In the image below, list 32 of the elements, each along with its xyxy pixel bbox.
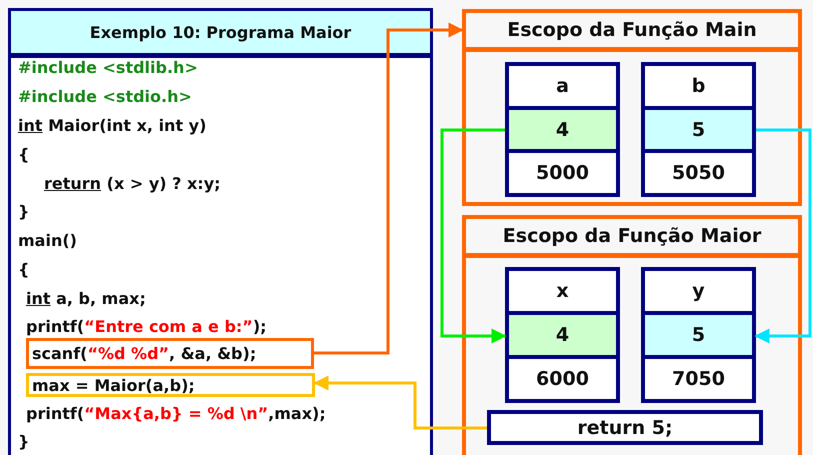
code-line: #include <stdlib.h> [18,58,198,78]
variable-box [641,267,756,403]
code-panel [8,8,433,455]
code-line: #include <stdio.h> [18,87,192,107]
code-line: { [18,260,30,280]
connector-arrow [314,22,464,354]
variable-box [505,267,620,403]
code-line: } [18,432,30,452]
connector-arrow [440,128,506,344]
variable-box [641,62,756,197]
code-line: main() [18,231,77,251]
code-line: return (x > y) ? x:y; [44,174,221,194]
variable-value: 5 [645,311,752,355]
return-box [487,410,763,445]
scope-title: Escopo da Função Maior [466,219,798,258]
panel-title: Exemplo 10: Programa Maior [11,11,430,58]
scope-frame [462,215,802,455]
return-statement: return 5; [577,416,673,438]
code-line: printf(“Max{a,b} = %d \n”,max); [26,404,326,424]
connector-arrow [754,128,812,344]
variable-value: 4 [509,106,616,150]
variable-box [505,62,620,197]
code-line: int a, b, max; [26,289,146,309]
variable-value: 5 [645,106,752,150]
connector-arrow [314,376,487,430]
variable-value: 4 [509,311,616,355]
code-line: { [18,145,30,165]
scope-frame [462,9,802,206]
code-line: } [18,202,30,222]
code-line: printf(“Entre com a e b:”); [26,317,267,337]
scope-title: Escopo da Função Main [466,13,798,52]
code-line: int Maior(int x, int y) [18,116,206,136]
